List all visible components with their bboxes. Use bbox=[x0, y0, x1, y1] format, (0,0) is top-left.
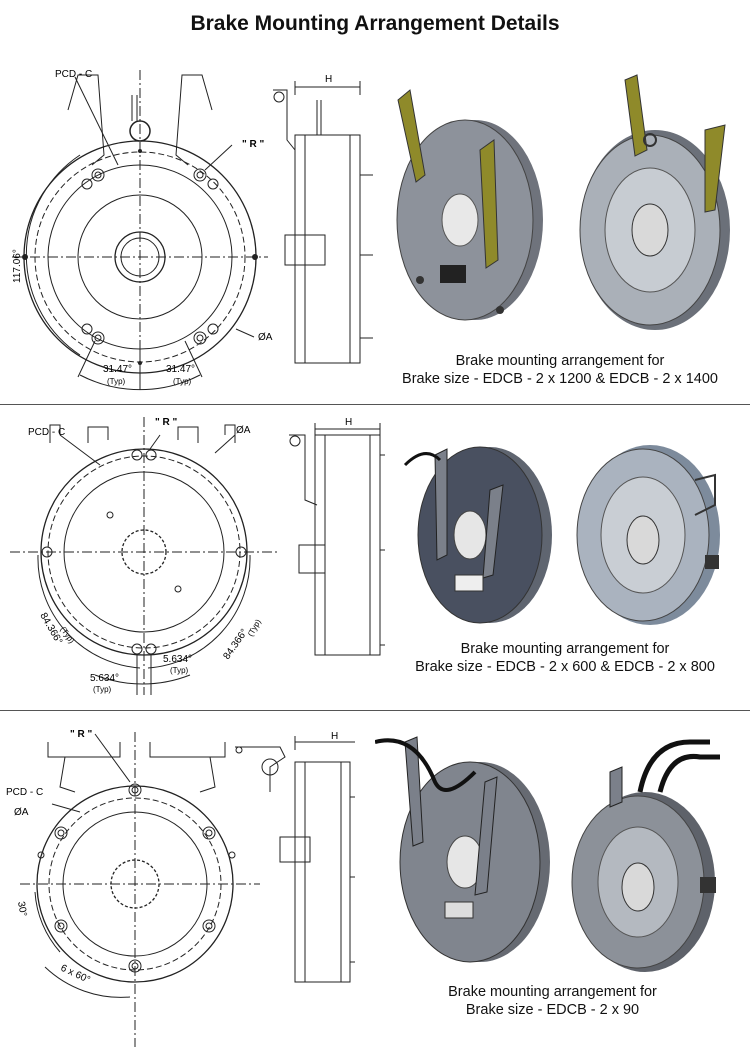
dia-label-2: ØA bbox=[236, 425, 251, 436]
r-label-2: " R " bbox=[155, 417, 178, 428]
pcd-label: PCD - C bbox=[55, 69, 92, 80]
caption-2-line1: Brake mounting arrangement for bbox=[460, 641, 670, 657]
separator-2 bbox=[0, 710, 750, 711]
angle-small-right-label-2: 5.634° bbox=[163, 654, 192, 665]
pcd-label-3: PCD - C bbox=[6, 787, 43, 798]
caption-1-line2: Brake size - EDCB - 2 x 1200 & EDCB - 2 … bbox=[402, 371, 718, 387]
side-view-drawing: H bbox=[273, 74, 373, 364]
side-view-drawing-2: H bbox=[289, 417, 385, 656]
caption-2-line2: Brake size - EDCB - 2 x 600 & EDCB - 2 x… bbox=[415, 659, 715, 675]
r-label-3: " R " bbox=[70, 729, 93, 740]
front-view-drawing-2: PCD - C " R " ØA 84.366° (Typ) 84.366° (… bbox=[10, 417, 278, 695]
h-label-3: H bbox=[331, 731, 338, 742]
angle-right-label: 31.47° bbox=[166, 364, 195, 375]
brake-render-lever-side-2 bbox=[403, 446, 552, 624]
typ-small-right-label-2: (Typ) bbox=[170, 666, 189, 675]
caption-1: Brake mounting arrangement for Brake siz… bbox=[380, 352, 740, 388]
pcd-label-2: PCD - C bbox=[28, 427, 65, 438]
panel-3: " R " PCD - C ØA 30° 6 x 60° H bbox=[0, 712, 750, 1057]
front-view-drawing: PCD - C " R " ØA 117.06° 31.47° (Typ) 31… bbox=[12, 69, 273, 391]
panel-1: PCD - C " R " ØA 117.06° 31.47° (Typ) 31… bbox=[0, 55, 750, 400]
caption-3: Brake mounting arrangement for Brake siz… bbox=[375, 983, 730, 1019]
front-view-drawing-3: " R " PCD - C ØA 30° 6 x 60° bbox=[6, 729, 260, 1047]
typ-right-label-2: (Typ) bbox=[246, 617, 263, 638]
caption-1-line1: Brake mounting arrangement for bbox=[455, 353, 665, 369]
caption-3-line1: Brake mounting arrangement for bbox=[448, 984, 657, 1000]
angle-left-label: 31.47° bbox=[103, 364, 132, 375]
page-title: Brake Mounting Arrangement Details bbox=[190, 12, 560, 35]
dia-label-3: ØA bbox=[14, 807, 29, 818]
side-angle-label: 117.06° bbox=[12, 249, 23, 283]
h-label: H bbox=[325, 74, 332, 85]
angle-small-left-label-2: 5.634° bbox=[90, 673, 119, 684]
side-view-drawing-3: H bbox=[235, 731, 355, 983]
angle-30-label-3: 30° bbox=[15, 901, 28, 918]
brake-render-face-side-3 bbox=[571, 739, 720, 972]
brake-render-lever-side-3 bbox=[375, 736, 550, 963]
brake-render-face-side bbox=[579, 74, 730, 330]
dia-label: ØA bbox=[258, 332, 273, 343]
brake-render-lever-side bbox=[396, 89, 543, 321]
typ-right-label: (Typ) bbox=[173, 377, 192, 386]
typ-small-left-label-2: (Typ) bbox=[93, 685, 112, 694]
panel-2: PCD - C " R " ØA 84.366° (Typ) 84.366° (… bbox=[0, 405, 750, 705]
caption-2: Brake mounting arrangement for Brake siz… bbox=[385, 640, 745, 676]
caption-3-line2: Brake size - EDCB - 2 x 90 bbox=[465, 1002, 640, 1018]
brake-render-face-side-2 bbox=[576, 445, 720, 625]
separator-1 bbox=[0, 404, 750, 405]
angle-6x60-label-3: 6 x 60° bbox=[59, 963, 92, 986]
typ-left-label: (Typ) bbox=[107, 377, 126, 386]
r-label: " R " bbox=[242, 139, 265, 150]
h-label-2: H bbox=[345, 417, 352, 428]
